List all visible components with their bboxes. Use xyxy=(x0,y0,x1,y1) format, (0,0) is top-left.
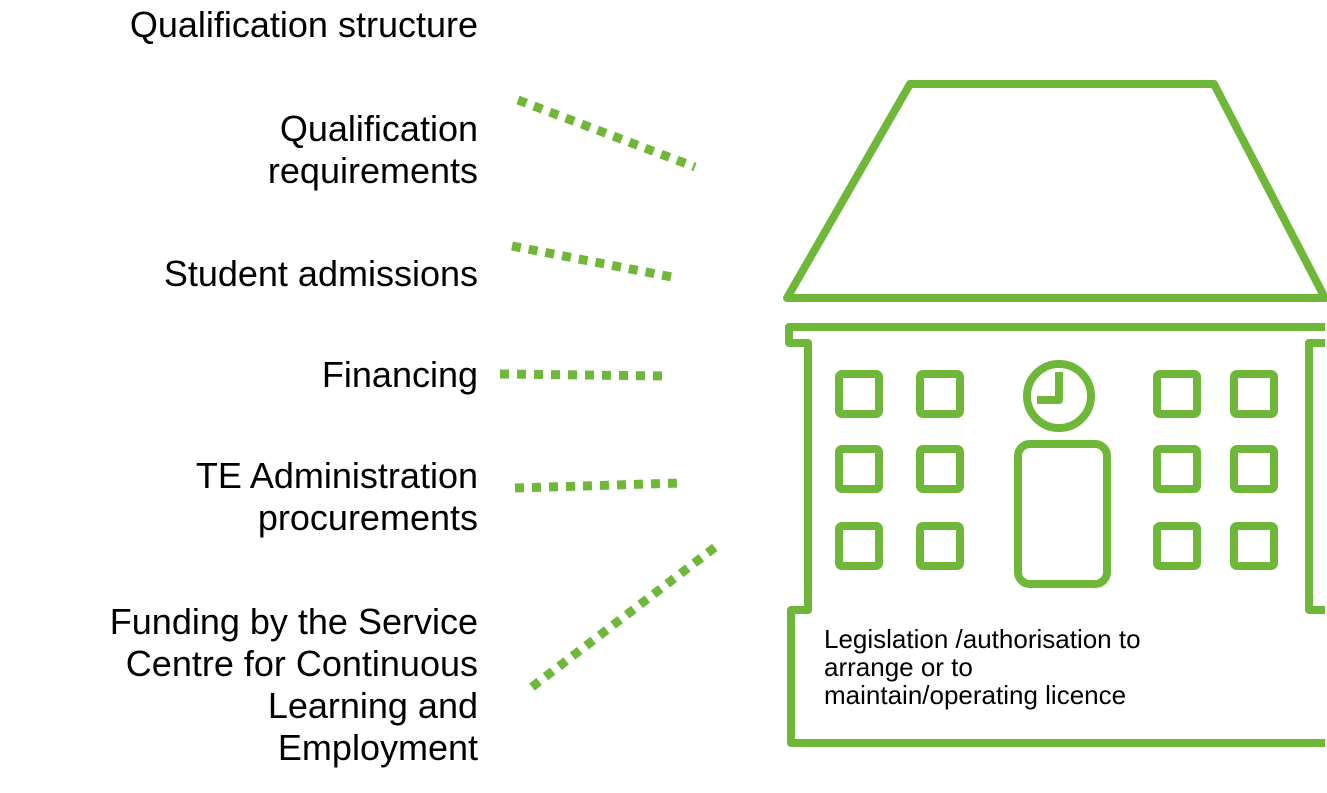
label-te-administration-line1: TE Administration xyxy=(195,455,478,496)
clock-icon xyxy=(1023,360,1095,432)
label-qualification-requirements-line2: requirements xyxy=(267,150,478,191)
label-financing-text: Financing xyxy=(321,354,478,395)
window xyxy=(835,445,883,493)
window xyxy=(835,522,883,570)
window xyxy=(1153,370,1201,418)
label-te-administration: TE Administration procurements xyxy=(196,455,478,539)
label-financing: Financing xyxy=(322,354,478,396)
label-funding-line3: Learning and xyxy=(267,685,478,726)
connector-group xyxy=(499,95,721,691)
label-student-admissions: Student admissions xyxy=(164,253,478,295)
window xyxy=(1153,445,1201,493)
label-funding-line1: Funding by the Service xyxy=(109,601,478,642)
window xyxy=(916,370,964,418)
connector-qualification-requirements xyxy=(516,95,697,172)
label-funding: Funding by the Service Centre for Contin… xyxy=(110,601,478,769)
label-qualification-requirements-line1: Qualification xyxy=(279,108,478,149)
building-icon xyxy=(783,80,1327,747)
building-caption: Legislation /authorisation to arrange or… xyxy=(824,625,1264,709)
connector-student-admissions xyxy=(511,241,678,283)
building-caption-line3: maintain/operating licence xyxy=(824,680,1127,710)
label-student-admissions-text: Student admissions xyxy=(163,253,478,294)
connector-te-administration xyxy=(514,478,683,493)
building-caption-line2: arrange or to xyxy=(824,652,973,682)
label-funding-line4: Employment xyxy=(277,727,478,768)
building-body xyxy=(785,323,1325,747)
label-qualification-structure: Qualification structure xyxy=(130,4,478,46)
label-qualification-requirements: Qualification requirements xyxy=(268,108,478,192)
door xyxy=(1014,440,1111,588)
window xyxy=(1230,370,1278,418)
building-roof xyxy=(783,80,1327,302)
building-caption-line1: Legislation /authorisation to xyxy=(824,624,1141,654)
window xyxy=(1230,445,1278,493)
label-funding-line2: Centre for Continuous xyxy=(125,643,478,684)
window xyxy=(1230,522,1278,570)
connector-financing xyxy=(499,369,669,381)
connector-funding xyxy=(529,541,721,691)
clock-hands xyxy=(1037,372,1063,404)
window xyxy=(916,445,964,493)
window xyxy=(916,522,964,570)
window xyxy=(835,370,883,418)
window xyxy=(1153,522,1201,570)
label-qualification-structure-text: Qualification structure xyxy=(129,4,478,45)
label-te-administration-line2: procurements xyxy=(257,497,478,538)
